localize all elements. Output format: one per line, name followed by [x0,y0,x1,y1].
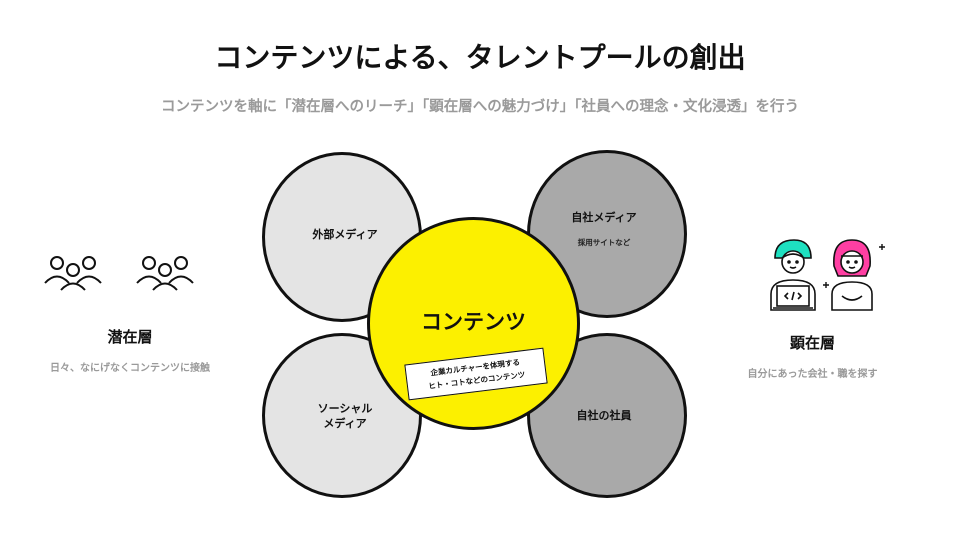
circle-external-media-label: 外部メディア [312,227,378,241]
active-layer-panel: 顕在層 自分にあった会社・職を探す [720,236,905,380]
circle-social-media: ソーシャル メディア [262,333,422,498]
latent-layer-title: 潜在層 [107,328,153,346]
circle-contents: コンテンツ 企業カルチャーを体現する ヒト・コトなどのコンテンツ [367,217,580,430]
circle-contents-label: コンテンツ [421,310,526,334]
active-layer-description: 自分にあった会社・職を探す [747,369,878,380]
active-layer-title: 顕在層 [789,334,835,352]
circle-social-media-label: ソーシャル メディア [318,401,373,431]
job-seekers-icon [769,239,885,311]
contents-description-box: 企業カルチャーを体現する ヒト・コトなどのコンテンツ [404,347,548,401]
people-group-icon [44,256,194,291]
circle-social-media-label-line2: メディア [323,416,367,430]
page-title: コンテンツによる、タレントプールの創出 [214,41,746,74]
circle-owned-media-label: 自社メディア 採用サイトなど [571,210,636,250]
latent-layer-description: 日々、なにげなくコンテンツに接触 [50,363,210,374]
circle-owned-media-sub: 採用サイトなど [577,238,631,247]
latent-layer-panel: 潜在層 日々、なにげなくコンテンツに接触 [30,250,230,374]
circle-owned-media-title: 自社メディア [571,211,637,224]
page-subtitle: コンテンツを軸に「潜在層へのリーチ」「顕在層への魅力づけ」「社員への理念・文化浸… [161,99,799,115]
circle-external-media: 外部メディア [262,152,422,322]
circle-social-media-label-line1: ソーシャル [317,401,373,415]
circle-own-employees-label: 自社の社員 [576,409,632,422]
